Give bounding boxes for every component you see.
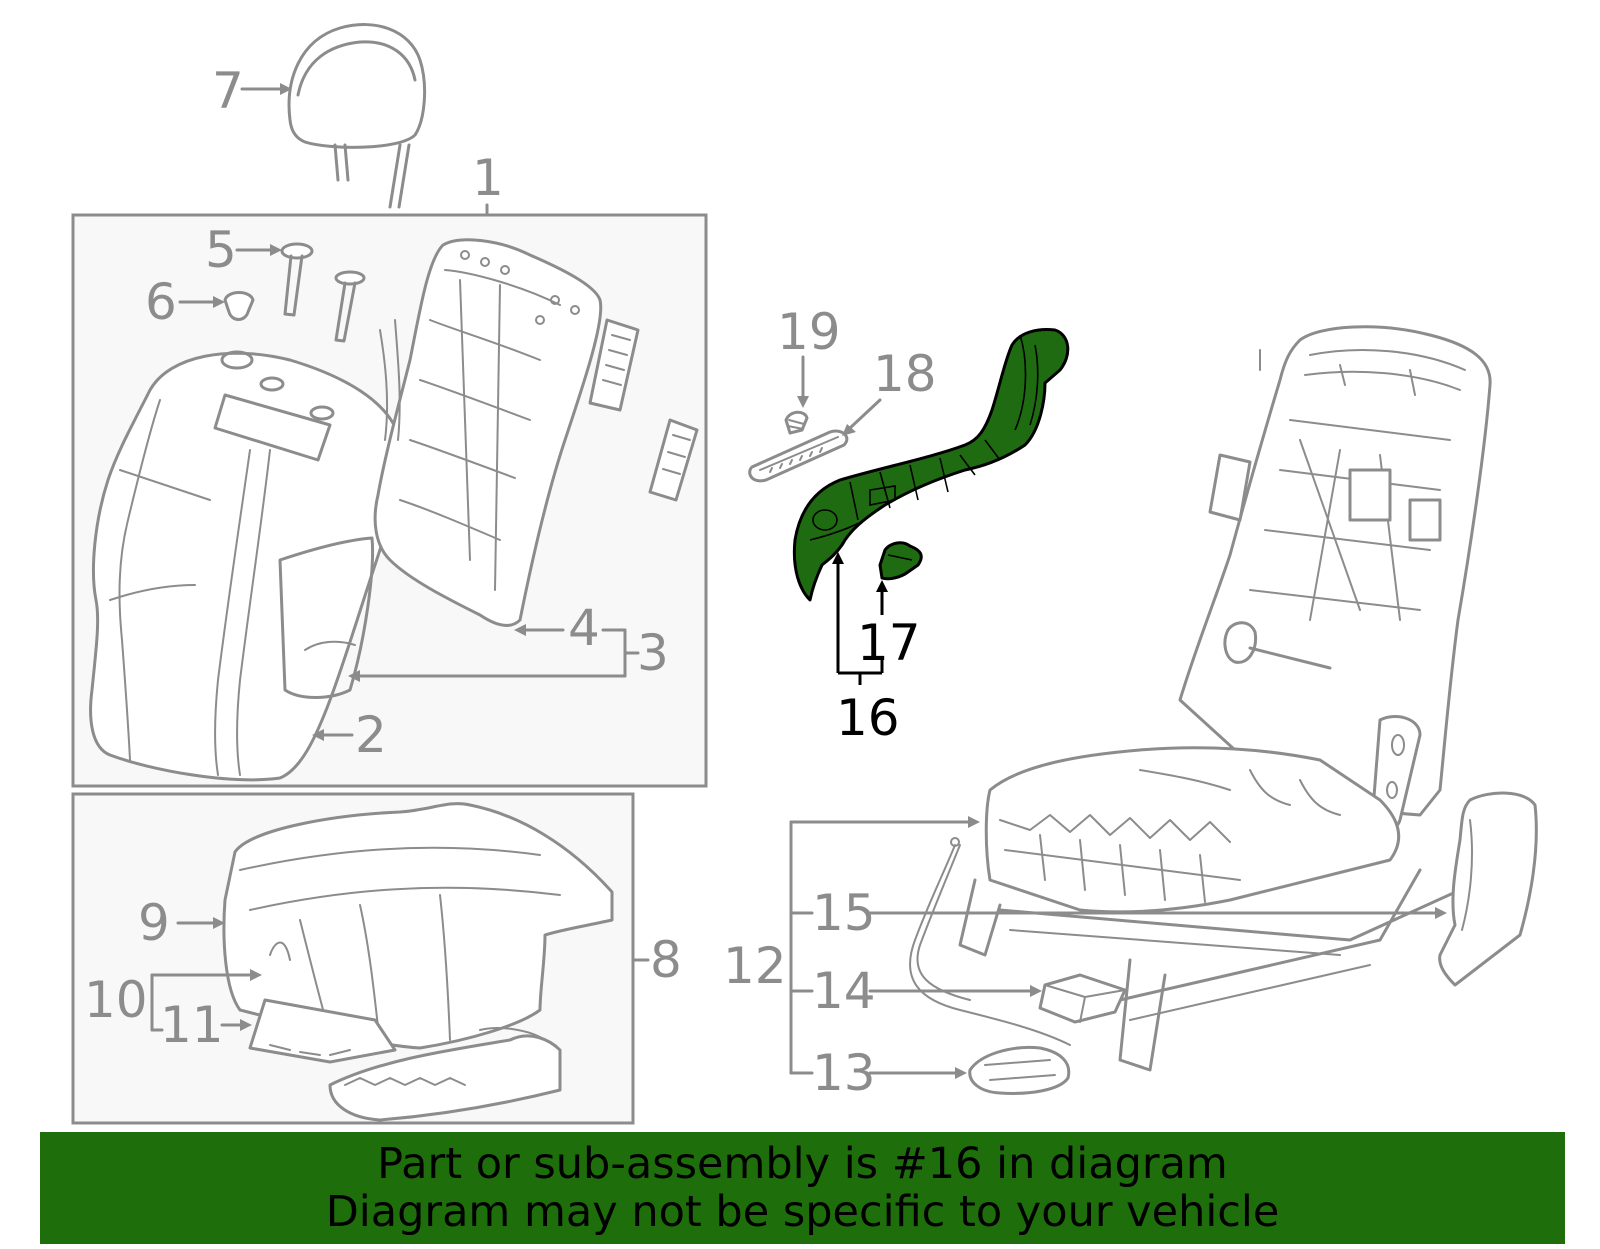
callout-1: 1 bbox=[472, 149, 504, 207]
callout-18: 18 bbox=[873, 345, 937, 403]
callout-11: 11 bbox=[160, 996, 224, 1054]
callout-6: 6 bbox=[145, 273, 177, 331]
callout-5: 5 bbox=[205, 221, 237, 279]
callout-2: 2 bbox=[355, 706, 387, 764]
seat-cushion-drawing bbox=[222, 802, 614, 1122]
part-16-highlighted bbox=[792, 328, 1070, 602]
seatback-cover-drawing bbox=[89, 350, 403, 782]
banner-line-2: Diagram may not be specific to your vehi… bbox=[325, 1187, 1280, 1237]
callout-8: 8 bbox=[650, 931, 682, 989]
leader-lines bbox=[150, 83, 1447, 1079]
callout-19: 19 bbox=[777, 303, 841, 361]
seatback-pad-drawing bbox=[373, 238, 699, 627]
callout-3: 3 bbox=[637, 624, 669, 682]
callout-13: 13 bbox=[812, 1044, 876, 1102]
callout-12: 12 bbox=[723, 937, 787, 995]
callout-7: 7 bbox=[212, 62, 244, 120]
banner-line-1: Part or sub-assembly is #16 in diagram bbox=[377, 1139, 1228, 1189]
info-banner: Part or sub-assembly is #16 in diagram D… bbox=[40, 1132, 1565, 1244]
part-19-drawing bbox=[784, 410, 809, 435]
callout-16: 16 bbox=[836, 689, 900, 747]
part-18-drawing bbox=[748, 429, 849, 483]
callout-9: 9 bbox=[138, 894, 170, 952]
seat-frame-drawing bbox=[909, 325, 1538, 1095]
headrest-drawing bbox=[287, 23, 426, 209]
callout-15: 15 bbox=[812, 884, 876, 942]
callout-4: 4 bbox=[568, 599, 600, 657]
part-17-drawing bbox=[878, 541, 923, 581]
callout-14: 14 bbox=[812, 962, 876, 1020]
callout-10: 10 bbox=[84, 971, 148, 1029]
callout-17: 17 bbox=[857, 614, 921, 672]
bolt-drawing bbox=[223, 242, 366, 343]
